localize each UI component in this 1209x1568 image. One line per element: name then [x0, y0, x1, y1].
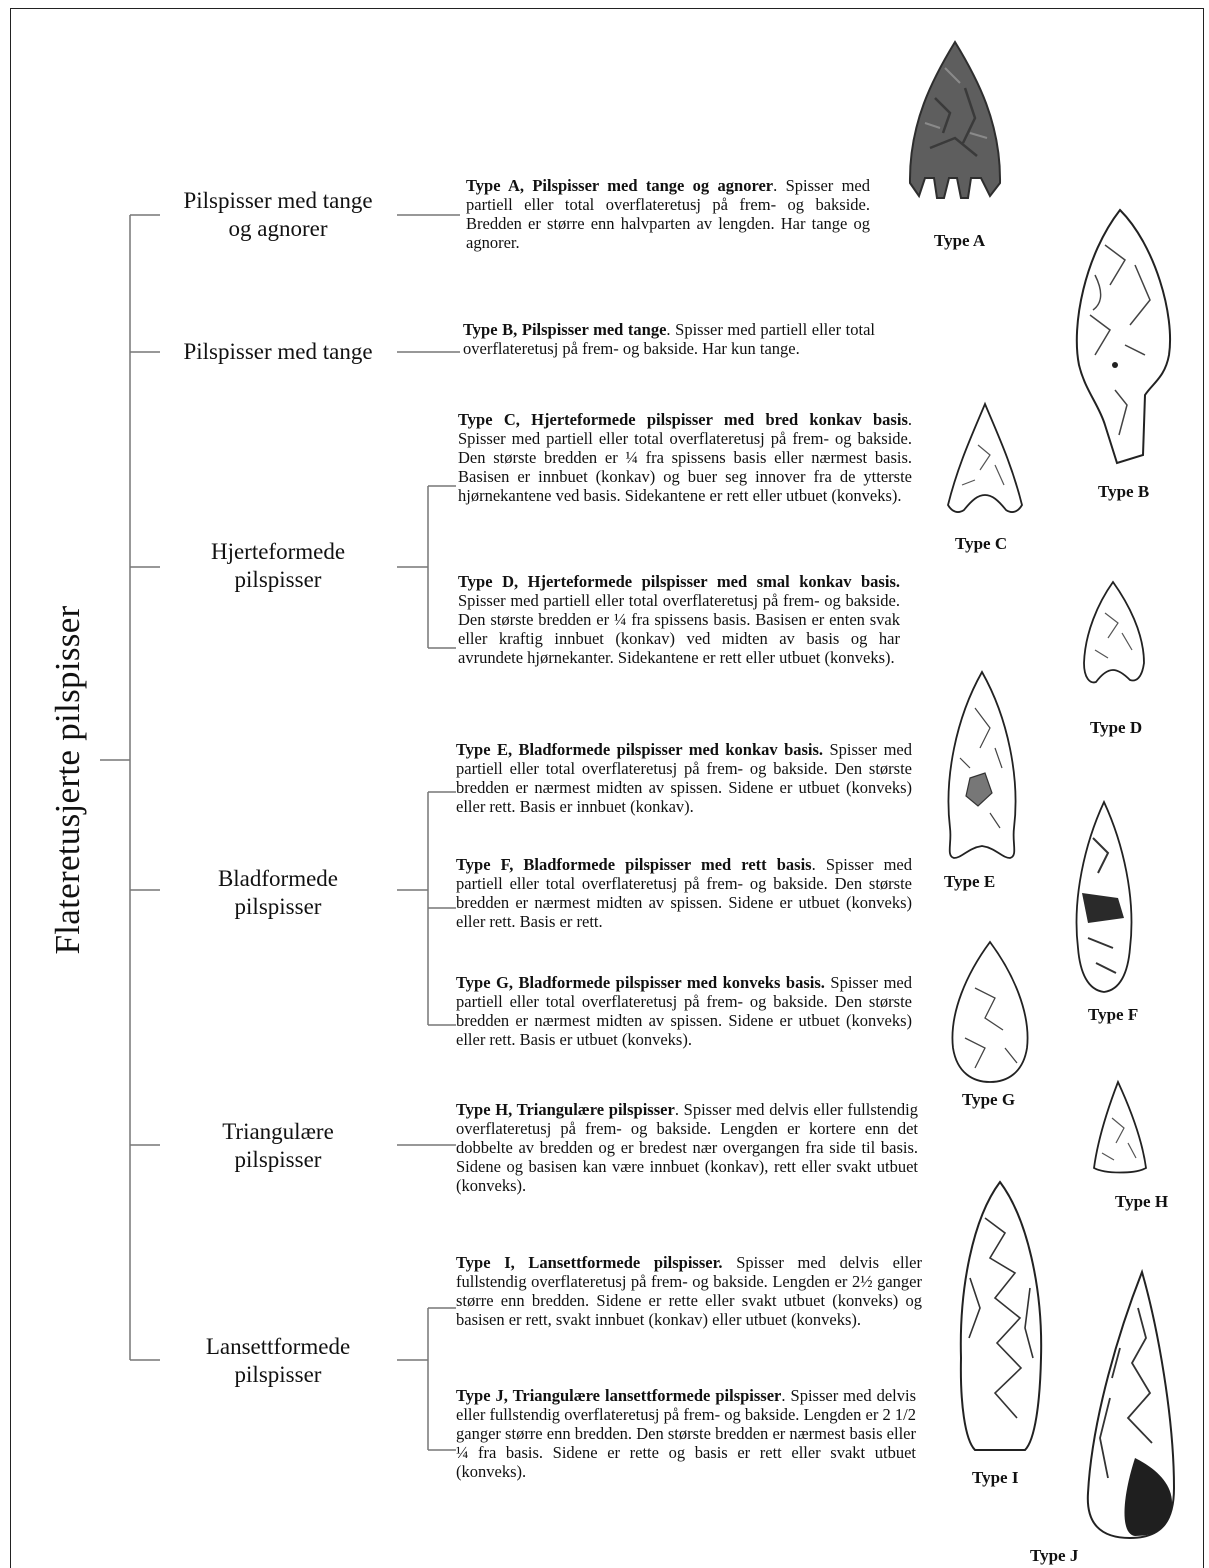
description-type-h: Type H, Triangulære pilspisser. Spisser …	[456, 1100, 918, 1195]
category-line: Pilspisser med tange	[160, 187, 396, 215]
arrowhead-c-illustration	[940, 400, 1030, 518]
description-type-j: Type J, Triangulære lansettformede pilsp…	[456, 1386, 916, 1481]
label-type-b: Type B	[1098, 482, 1149, 502]
category-line: pilspisser	[160, 1361, 396, 1389]
label-type-f: Type F	[1088, 1005, 1138, 1025]
type-title: Type E, Bladformede pilspisser med konka…	[456, 740, 823, 759]
description-type-b: Type B, Pilspisser med tange. Spisser me…	[463, 320, 875, 358]
arrowhead-j-illustration	[1080, 1268, 1180, 1543]
type-title: Type I, Lansettformede pilspisser.	[456, 1253, 723, 1272]
label-type-h: Type H	[1115, 1192, 1168, 1212]
category-bladformede: Bladformede pilspisser	[160, 865, 396, 921]
title-separator: .	[908, 410, 912, 429]
description-type-g: Type G, Bladformede pilspisser med konve…	[456, 973, 912, 1049]
description-type-f: Type F, Bladformede pilspisser med rett …	[456, 855, 912, 931]
category-line: Lansettformede	[160, 1333, 396, 1361]
type-title: Type D, Hjerteformede pilspisser med sma…	[458, 572, 900, 591]
description-type-e: Type E, Bladformede pilspisser med konka…	[456, 740, 912, 816]
label-type-c: Type C	[955, 534, 1007, 554]
title-separator: .	[812, 855, 826, 874]
arrowhead-g-illustration	[945, 938, 1035, 1086]
category-line: pilspisser	[160, 893, 396, 921]
label-type-e: Type E	[944, 872, 995, 892]
description-type-a: Type A, Pilspisser med tange og agnorer.…	[466, 176, 870, 252]
arrowhead-d-illustration	[1080, 578, 1150, 690]
label-type-g: Type G	[962, 1090, 1015, 1110]
label-type-i: Type I	[972, 1468, 1018, 1488]
category-tange: Pilspisser med tange	[160, 338, 396, 366]
label-type-d: Type D	[1090, 718, 1142, 738]
arrowhead-e-illustration	[940, 668, 1025, 864]
type-text: Spisser med partiell eller total overfla…	[458, 429, 912, 505]
title-separator: .	[675, 1100, 684, 1119]
type-title: Type B, Pilspisser med tange	[463, 320, 666, 339]
category-line: Hjerteformede	[160, 538, 396, 566]
category-line: Triangulære	[160, 1118, 396, 1146]
type-title: Type F, Bladformede pilspisser med rett …	[456, 855, 812, 874]
type-title: Type A, Pilspisser med tange og agnorer	[466, 176, 773, 195]
type-text: Spisser med partiell eller total overfla…	[458, 591, 900, 667]
title-separator: .	[773, 176, 785, 195]
category-line: pilspisser	[160, 566, 396, 594]
category-line: Pilspisser med tange	[160, 338, 396, 366]
arrowhead-a-illustration	[905, 38, 1005, 203]
arrowhead-b-illustration	[1065, 205, 1180, 470]
type-title: Type C, Hjerteformede pilspisser med bre…	[458, 410, 908, 429]
label-type-a: Type A	[934, 231, 985, 251]
title-separator: .	[781, 1386, 790, 1405]
title-separator: .	[666, 320, 675, 339]
arrowhead-h-illustration	[1090, 1078, 1150, 1178]
b-mark	[1112, 362, 1118, 368]
label-type-j: Type J	[1030, 1546, 1078, 1566]
type-title: Type H, Triangulære pilspisser	[456, 1100, 675, 1119]
description-type-c: Type C, Hjerteformede pilspisser med bre…	[458, 410, 912, 505]
category-hjerteformede: Hjerteformede pilspisser	[160, 538, 396, 594]
category-line: pilspisser	[160, 1146, 396, 1174]
description-type-d: Type D, Hjerteformede pilspisser med sma…	[458, 572, 900, 667]
type-title: Type J, Triangulære lansettformede pilsp…	[456, 1386, 781, 1405]
arrowhead-i-illustration	[955, 1178, 1047, 1458]
description-type-i: Type I, Lansettformede pilspisser. Spiss…	[456, 1253, 922, 1329]
category-triangulaere: Triangulære pilspisser	[160, 1118, 396, 1174]
category-line: Bladformede	[160, 865, 396, 893]
category-line: og agnorer	[160, 215, 396, 243]
title-separator	[723, 1253, 737, 1272]
category-lansettformede: Lansettformede pilspisser	[160, 1333, 396, 1389]
arrowhead-f-illustration	[1068, 798, 1140, 998]
category-tange-agnorer: Pilspisser med tange og agnorer	[160, 187, 396, 243]
type-title: Type G, Bladformede pilspisser med konve…	[456, 973, 825, 992]
root-label: Flateretusjerte pilspisser	[48, 606, 88, 955]
